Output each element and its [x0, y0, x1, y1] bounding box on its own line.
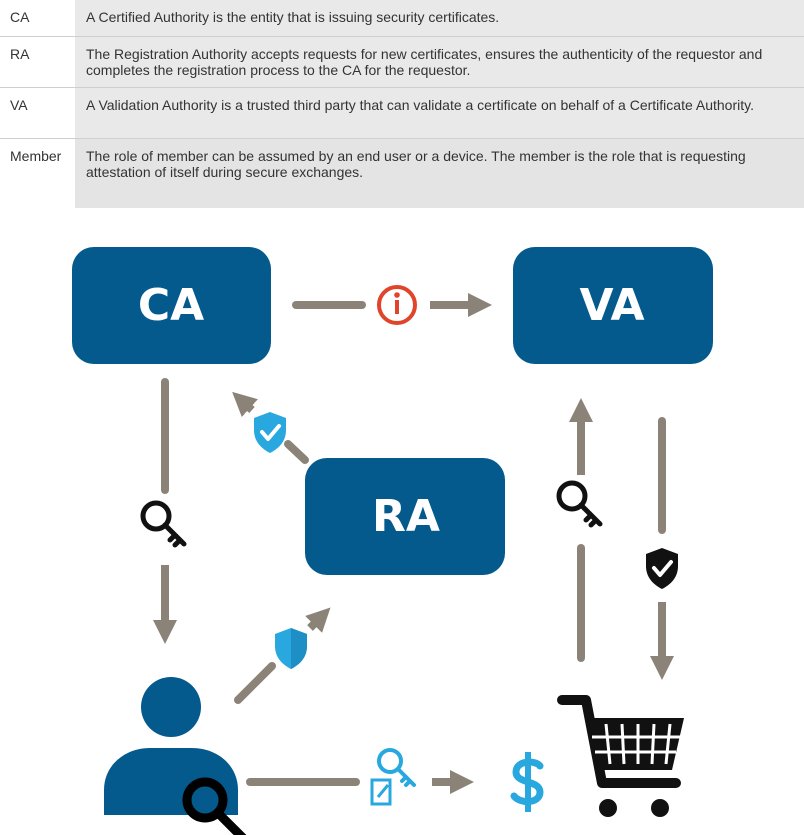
ra-label: RA: [372, 491, 440, 542]
user-icon: [104, 677, 238, 815]
arrow-member-to-ra: [234, 607, 331, 704]
dollar-icon: [510, 752, 544, 812]
definition-text: The Registration Authority accepts reque…: [75, 36, 804, 88]
shield-icon: [275, 628, 307, 669]
ca-box: CA: [72, 247, 271, 364]
definition-term: Member: [0, 138, 75, 208]
definition-row-va: VA A Validation Authority is a trusted t…: [0, 87, 804, 139]
definitions-table: CA A Certified Authority is the entity t…: [0, 0, 804, 208]
shield-check-icon: [254, 412, 286, 453]
definition-term: RA: [0, 36, 75, 88]
key-icon: [556, 480, 603, 528]
va-box: VA: [513, 247, 713, 364]
definition-term: VA: [0, 87, 75, 139]
certificate-edit-icon: [370, 748, 416, 806]
definition-row-ca: CA A Certified Authority is the entity t…: [0, 0, 804, 37]
definition-row-ra: RA The Registration Authority accepts re…: [0, 36, 804, 88]
definition-row-member: Member The role of member can be assumed…: [0, 138, 804, 208]
definition-text: The role of member can be assumed by an …: [75, 138, 804, 208]
info-icon: [377, 285, 417, 325]
ra-box: RA: [305, 458, 505, 575]
key-icon: [140, 500, 187, 548]
key-icon: [182, 777, 247, 835]
va-label: VA: [579, 280, 644, 331]
definition-text: A Certified Authority is the entity that…: [75, 0, 804, 37]
definition-term: CA: [0, 0, 75, 37]
shopping-cart-icon: [557, 695, 684, 817]
pki-diagram: CA VA RA: [72, 247, 713, 835]
shield-check-icon: [646, 548, 678, 589]
arrow-ra-to-ca: [232, 391, 309, 464]
definition-text: A Validation Authority is a trusted thir…: [75, 87, 804, 139]
ca-label: CA: [138, 280, 204, 331]
